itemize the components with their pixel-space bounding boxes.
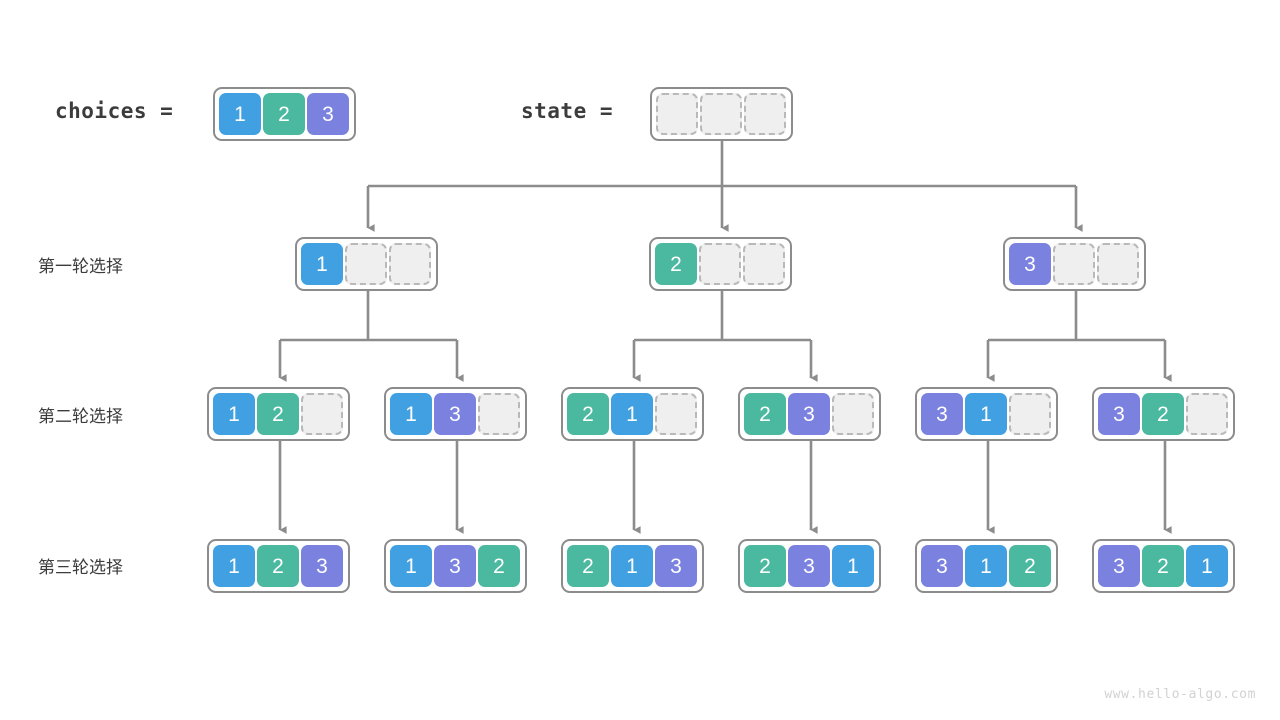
array-cell-filled: 3 [1009, 243, 1051, 285]
node-round1-choice3: 3 [1003, 237, 1146, 291]
row-label-round-3: 第三轮选择 [38, 558, 123, 577]
array-cell-empty [699, 243, 741, 285]
array-cell-empty [1009, 393, 1051, 435]
array-cell-filled: 1 [219, 93, 261, 135]
array-cell-filled: 3 [921, 545, 963, 587]
node-round1-choice1: 1 [295, 237, 438, 291]
array-cell-empty [478, 393, 520, 435]
array-cell-filled: 3 [1098, 545, 1140, 587]
array-cell-filled: 2 [744, 393, 786, 435]
array-cell-empty [1186, 393, 1228, 435]
array-cell-empty [1097, 243, 1139, 285]
array-cell-empty [832, 393, 874, 435]
array-cell-filled: 3 [301, 545, 343, 587]
site-watermark: www.hello-algo.com [1104, 687, 1256, 702]
array-cell-empty [700, 93, 742, 135]
array-cell-filled: 2 [478, 545, 520, 587]
array-cell-empty [656, 93, 698, 135]
row-label-round-2: 第二轮选择 [38, 407, 123, 426]
choices-label: choices = [55, 99, 174, 123]
array-cell-filled: 2 [744, 545, 786, 587]
array-cell-filled: 1 [390, 545, 432, 587]
array-cell-empty [301, 393, 343, 435]
array-cell-empty [345, 243, 387, 285]
array-cell-filled: 3 [434, 393, 476, 435]
array-cell-filled: 3 [1098, 393, 1140, 435]
array-cell-filled: 2 [1142, 393, 1184, 435]
array-cell-filled: 1 [611, 393, 653, 435]
array-cell-empty [655, 393, 697, 435]
array-cell-filled: 2 [1009, 545, 1051, 587]
array-cell-filled: 1 [611, 545, 653, 587]
array-cell-filled: 1 [965, 393, 1007, 435]
array-cell-filled: 2 [257, 393, 299, 435]
array-cell-filled: 3 [921, 393, 963, 435]
array-cell-filled: 2 [567, 393, 609, 435]
array-cell-filled: 1 [965, 545, 1007, 587]
array-cell-filled: 1 [213, 545, 255, 587]
array-cell-filled: 3 [307, 93, 349, 135]
array-cell-empty [1053, 243, 1095, 285]
array-cell-filled: 1 [390, 393, 432, 435]
row-label-round-1: 第一轮选择 [38, 257, 123, 276]
state-label: state = [521, 99, 614, 123]
state-array [650, 87, 793, 141]
array-cell-filled: 2 [257, 545, 299, 587]
node-round1-choice2: 2 [649, 237, 792, 291]
array-cell-filled: 3 [434, 545, 476, 587]
array-cell-filled: 3 [655, 545, 697, 587]
array-cell-filled: 1 [301, 243, 343, 285]
array-cell-empty [389, 243, 431, 285]
array-cell-filled: 2 [655, 243, 697, 285]
array-cell-filled: 1 [832, 545, 874, 587]
array-cell-filled: 1 [213, 393, 255, 435]
array-cell-empty [743, 243, 785, 285]
array-cell-filled: 3 [788, 545, 830, 587]
array-cell-filled: 2 [567, 545, 609, 587]
array-cell-filled: 3 [788, 393, 830, 435]
array-cell-empty [744, 93, 786, 135]
array-cell-filled: 2 [263, 93, 305, 135]
array-cell-filled: 1 [1186, 545, 1228, 587]
array-cell-filled: 2 [1142, 545, 1184, 587]
